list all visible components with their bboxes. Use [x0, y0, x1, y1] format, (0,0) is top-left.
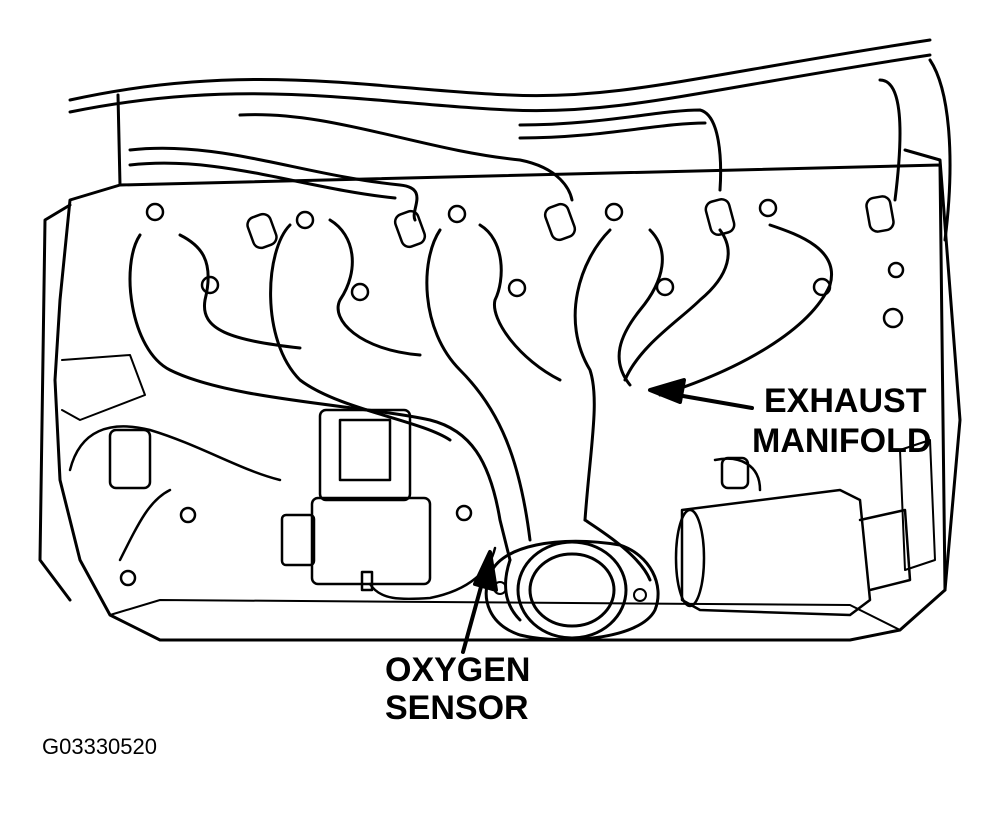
manifold-bolts [119, 198, 905, 587]
oxygen-sensor-label-line-1: OXYGEN [385, 651, 531, 689]
exhaust-manifold-label-line-1: EXHAUST [764, 382, 927, 420]
wiring-harness [68, 425, 282, 562]
engine-block [38, 93, 962, 642]
figure-id: G03330520 [42, 734, 157, 759]
spark-plug-wires [68, 38, 952, 242]
exhaust-manifold-arrowhead [648, 378, 686, 404]
oxygen-sensor-arrowhead [473, 550, 498, 592]
starter-motor [674, 456, 912, 617]
callout-arrows [461, 378, 754, 654]
downpipe-flange [484, 539, 660, 642]
exhaust-manifold-label-line-2: MANIFOLD [752, 422, 932, 460]
oxygen-sensor-label-line-2: SENSOR [385, 689, 529, 727]
exhaust-manifold [128, 218, 834, 622]
spark-plug-boots [246, 195, 895, 250]
